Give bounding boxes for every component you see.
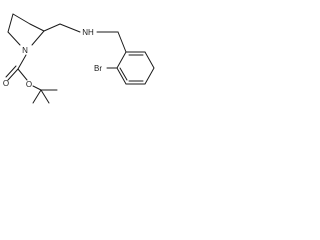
ring-bond-3 bbox=[7, 31, 21, 46]
ring-nitrogen-label: N bbox=[22, 46, 28, 55]
carbonyl-bond-a bbox=[7, 68, 19, 81]
carbamate-bond bbox=[17, 54, 27, 70]
ring-bond-5 bbox=[29, 23, 45, 32]
aromatic-double-bond-3 bbox=[119, 67, 128, 81]
structure-canvas: N NH O O Br bbox=[0, 0, 156, 105]
amine-nh-label: NH bbox=[82, 28, 94, 37]
tert-butyl-methyl-2 bbox=[32, 89, 42, 104]
bond-layer bbox=[5, 13, 155, 104]
ch2-nh-bond bbox=[59, 23, 81, 33]
tert-butyl-bond bbox=[32, 85, 42, 91]
bromine-label: Br bbox=[94, 64, 102, 73]
ring-bond-4 bbox=[31, 30, 45, 46]
ester-bond bbox=[17, 68, 28, 81]
benzyl-bond bbox=[117, 31, 127, 53]
ring-bond-1 bbox=[12, 13, 31, 25]
chemical-structure-diagram: N NH O O Br bbox=[3, 13, 155, 104]
benzene-ring bbox=[116, 51, 155, 85]
tert-butyl-methyl-3 bbox=[40, 89, 50, 104]
ch2-bond bbox=[43, 23, 61, 32]
carbonyl-bond-b bbox=[5, 65, 17, 78]
ring-bond-2 bbox=[7, 13, 14, 33]
ester-oxygen-label: O bbox=[26, 80, 32, 89]
carbonyl-oxygen-label: O bbox=[3, 79, 9, 88]
